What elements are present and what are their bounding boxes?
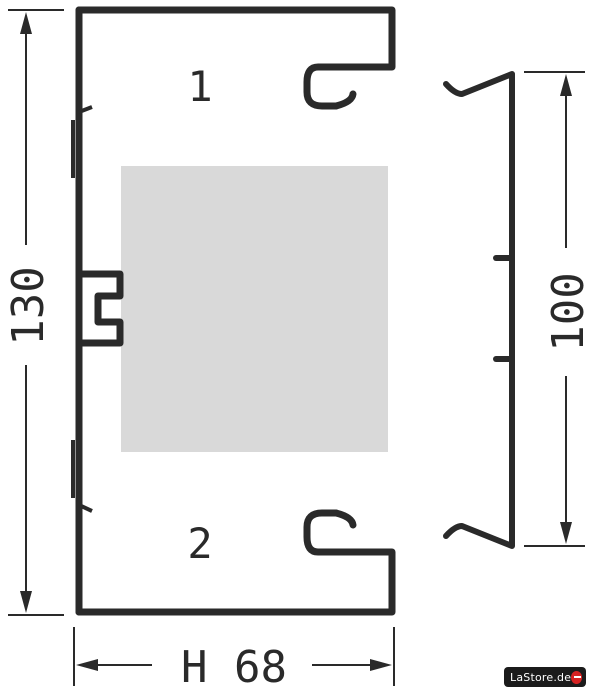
compartment-1-label: 1 (187, 62, 212, 111)
dimension-130 (8, 9, 64, 616)
dimension-100 (524, 71, 585, 547)
dimension-h68 (73, 627, 395, 686)
watermark-text: LaStore.de (510, 670, 572, 684)
cover-lid (443, 71, 515, 549)
minus-circle-icon (571, 670, 582, 684)
lastore-watermark: LaStore.de (504, 667, 586, 687)
dimension-100-label: 100 (543, 272, 591, 351)
left-wall-details (71, 105, 93, 513)
inner-insert (121, 166, 388, 452)
dimension-h68-label: H 68 (181, 642, 287, 691)
compartment-2-label: 2 (187, 519, 212, 568)
dimension-130-label: 130 (3, 266, 54, 345)
